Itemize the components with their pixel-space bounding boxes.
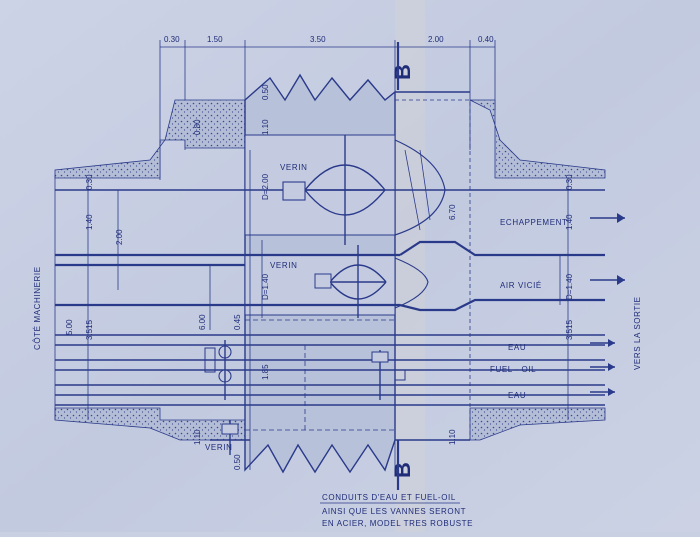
label-verin-lower: VERIN xyxy=(205,443,232,452)
label-air-vicie: AIR VICIÉ xyxy=(500,281,542,290)
section-marker-bottom: B xyxy=(390,462,415,478)
section-markers: B B xyxy=(390,42,415,490)
caption-block: CONDUITS D'EAU ET FUEL-OIL AINSI QUE LES… xyxy=(320,493,473,528)
caption-line-2: AINSI QUE LES VANNES SERONT xyxy=(322,507,466,516)
dim-670: 6.70 xyxy=(448,204,457,220)
small-valves xyxy=(204,340,406,400)
dim-d-140: D=1.40 xyxy=(261,273,270,300)
vertical-dimension-texts: D=2.00 D=1.40 D=1.40 6.70 6.00 2.00 1.40… xyxy=(65,84,574,470)
dim-050-bottom: 0.50 xyxy=(233,454,242,470)
label-eau-bottom: EAU xyxy=(508,391,526,400)
dim-110-left: 1.10 xyxy=(193,429,202,445)
section-marker-top: B xyxy=(390,64,415,80)
valve-upper xyxy=(282,135,446,245)
vertical-dimension-guides xyxy=(87,150,569,470)
caption-line-3: EN ACIER, MODEL TRES ROBUSTE xyxy=(322,519,473,528)
valve-lower xyxy=(210,420,250,455)
dim-top-3: 3.50 xyxy=(310,35,326,44)
dim-3515: 3.515 xyxy=(85,319,94,340)
dim-030-left: 0.30 xyxy=(85,174,94,190)
label-echappement: ECHAPPEMENT xyxy=(500,218,568,227)
dim-3515-right: 3.515 xyxy=(565,319,574,340)
label-eau-top: EAU xyxy=(508,343,526,352)
caption-line-1: CONDUITS D'EAU ET FUEL-OIL xyxy=(322,493,456,502)
dim-110-right: 1.10 xyxy=(448,429,457,445)
ground-hatching xyxy=(54,99,606,441)
label-fuel-oil: FUEL - OIL xyxy=(490,365,536,374)
dim-top-4: 2.00 xyxy=(428,35,444,44)
flow-arrows xyxy=(590,213,625,396)
dim-050-top: 0.50 xyxy=(261,84,270,100)
dim-top-2: 1.50 xyxy=(207,35,223,44)
label-cote-machinerie: CÔTÉ MACHINERIE xyxy=(33,266,42,350)
label-verin-middle: VERIN xyxy=(270,261,297,270)
label-vers-la-sortie: VERS LA SORTIE xyxy=(633,296,642,370)
paper-fold xyxy=(395,0,425,532)
valve-middle xyxy=(314,245,429,318)
dim-d-140-right: D=1.40 xyxy=(565,273,574,300)
dim-080: 0.80 xyxy=(193,119,202,135)
dim-140-right: 1.40 xyxy=(565,214,574,230)
dim-200: 2.00 xyxy=(115,229,124,245)
dim-top-5: 0.40 xyxy=(478,35,494,44)
dim-185: 1.85 xyxy=(261,364,270,380)
label-verin-upper: VERIN xyxy=(280,163,307,172)
dim-d-200: D=2.00 xyxy=(261,173,270,200)
dim-600: 6.00 xyxy=(198,314,207,330)
annotation-labels: VERIN VERIN VERIN ECHAPPEMENT AIR VICIÉ … xyxy=(33,163,642,452)
dim-030-right: 0.30 xyxy=(565,174,574,190)
dim-140: 1.40 xyxy=(85,214,94,230)
dim-045: 0.45 xyxy=(233,314,242,330)
dim-110-top: 1.10 xyxy=(261,119,270,135)
dim-500: 5.00 xyxy=(65,319,74,335)
dim-top-1: 0.30 xyxy=(164,35,180,44)
